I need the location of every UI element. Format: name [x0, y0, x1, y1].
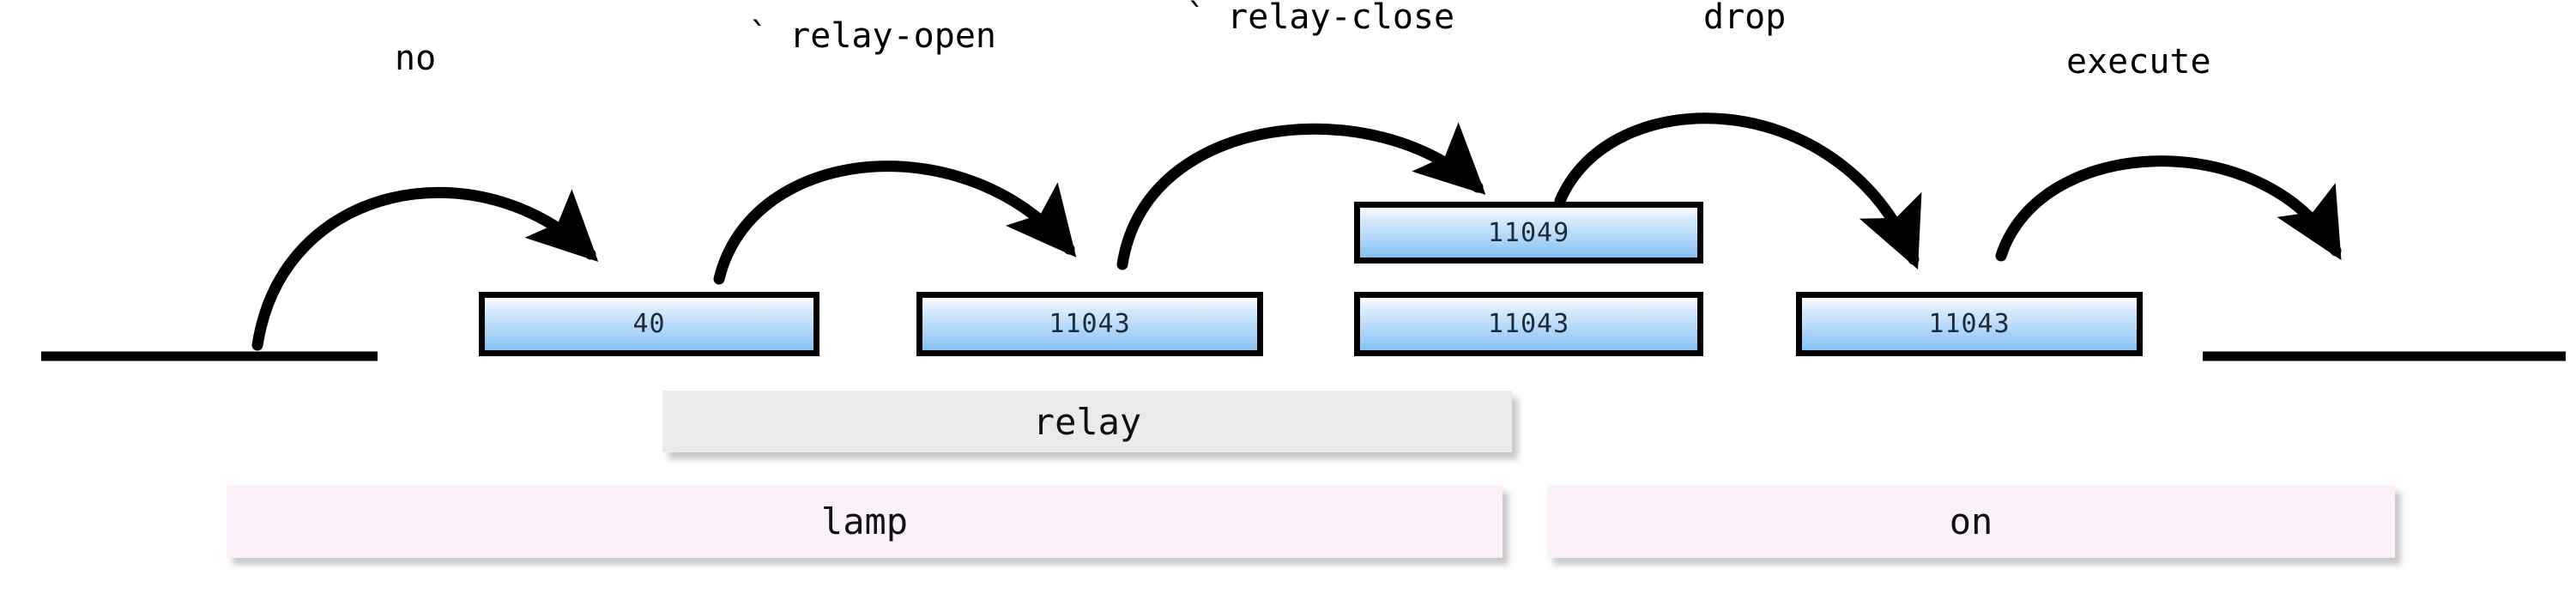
arc-label-drop: drop [1703, 0, 1787, 37]
token-label: 11043 [1928, 309, 2011, 339]
arc-drop-path [1554, 112, 1922, 270]
arc-label-relay-close: ` relay-close [1186, 0, 1455, 37]
span-bar-on[interactable]: on [1547, 485, 2395, 558]
span-label: on [1949, 500, 1993, 542]
arc-label-execute: execute [2066, 42, 2211, 82]
token-box-40[interactable]: 40 [479, 292, 819, 356]
arc-label-no: no [395, 39, 437, 78]
arc-relay-open-path [713, 161, 1077, 285]
arc-execute-path [1995, 155, 2342, 262]
token-box-11043-a[interactable]: 11043 [916, 292, 1263, 356]
token-box-11049[interactable]: 11049 [1354, 202, 1703, 264]
arc-no-path [251, 186, 599, 351]
token-label: 40 [632, 309, 666, 339]
token-box-11043-c[interactable]: 11043 [1796, 292, 2143, 356]
span-label: relay [1032, 400, 1142, 443]
span-label: lamp [820, 500, 909, 542]
token-label: 11049 [1487, 217, 1570, 248]
arc-relay-close-path [1116, 122, 1486, 270]
token-label: 11043 [1049, 309, 1131, 339]
span-bar-lamp[interactable]: lamp [227, 485, 1503, 558]
token-box-11043-b[interactable]: 11043 [1354, 292, 1703, 356]
token-label: 11043 [1487, 309, 1570, 339]
span-bar-relay[interactable]: relay [662, 391, 1512, 452]
arc-label-relay-open: ` relay-open [748, 16, 996, 56]
